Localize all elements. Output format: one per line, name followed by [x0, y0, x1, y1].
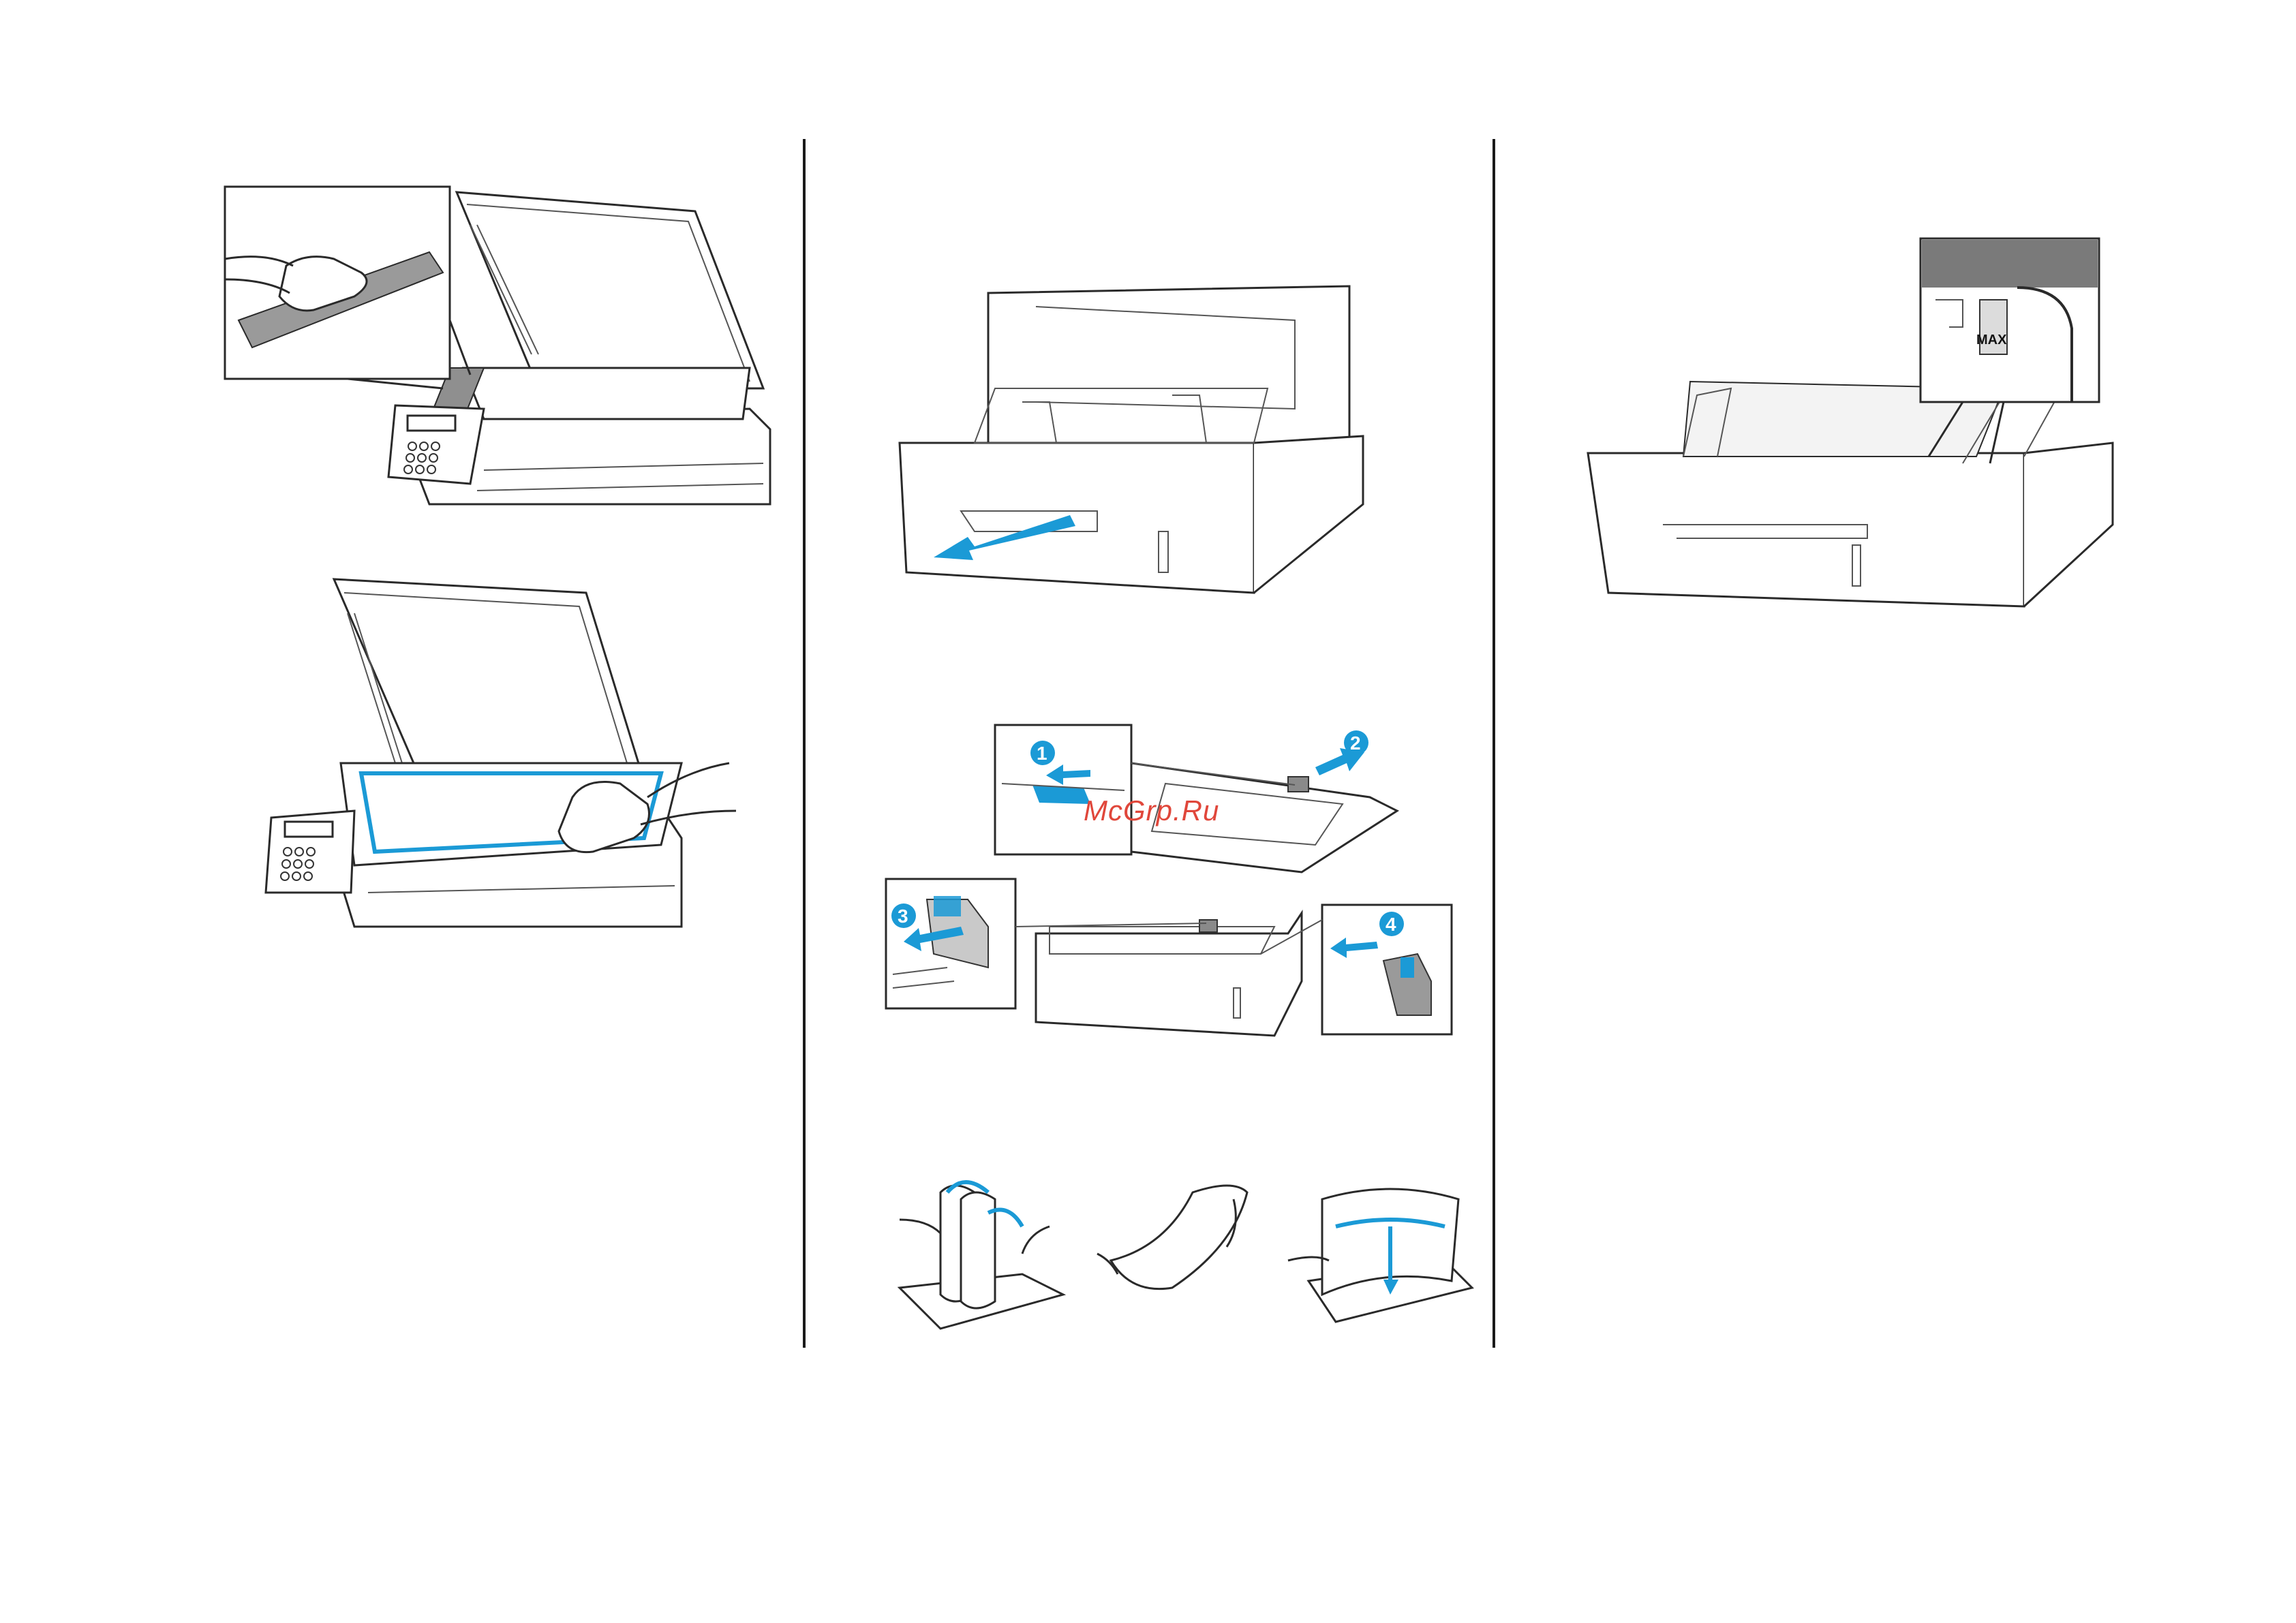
column-divider-right	[1493, 139, 1495, 1348]
figure-flex-fan-paper	[886, 1172, 1479, 1342]
step-badge-4: 4	[1386, 914, 1396, 935]
max-fill-label: MAX	[1976, 333, 2007, 347]
figure-remove-tray	[886, 286, 1390, 606]
step-badge-1: 1	[1037, 743, 1047, 764]
column-divider-left	[803, 139, 806, 1348]
figure-clean-scanner-glass	[259, 566, 736, 927]
watermark-text: McGrp.Ru	[1084, 794, 1219, 827]
figure-clean-adf-glass	[225, 184, 784, 504]
figure-adjust-guides: 1 2 3 4	[879, 722, 1465, 1042]
step-badge-3: 3	[898, 906, 908, 927]
figure-tray-max-fill: MAX	[1581, 238, 2113, 647]
